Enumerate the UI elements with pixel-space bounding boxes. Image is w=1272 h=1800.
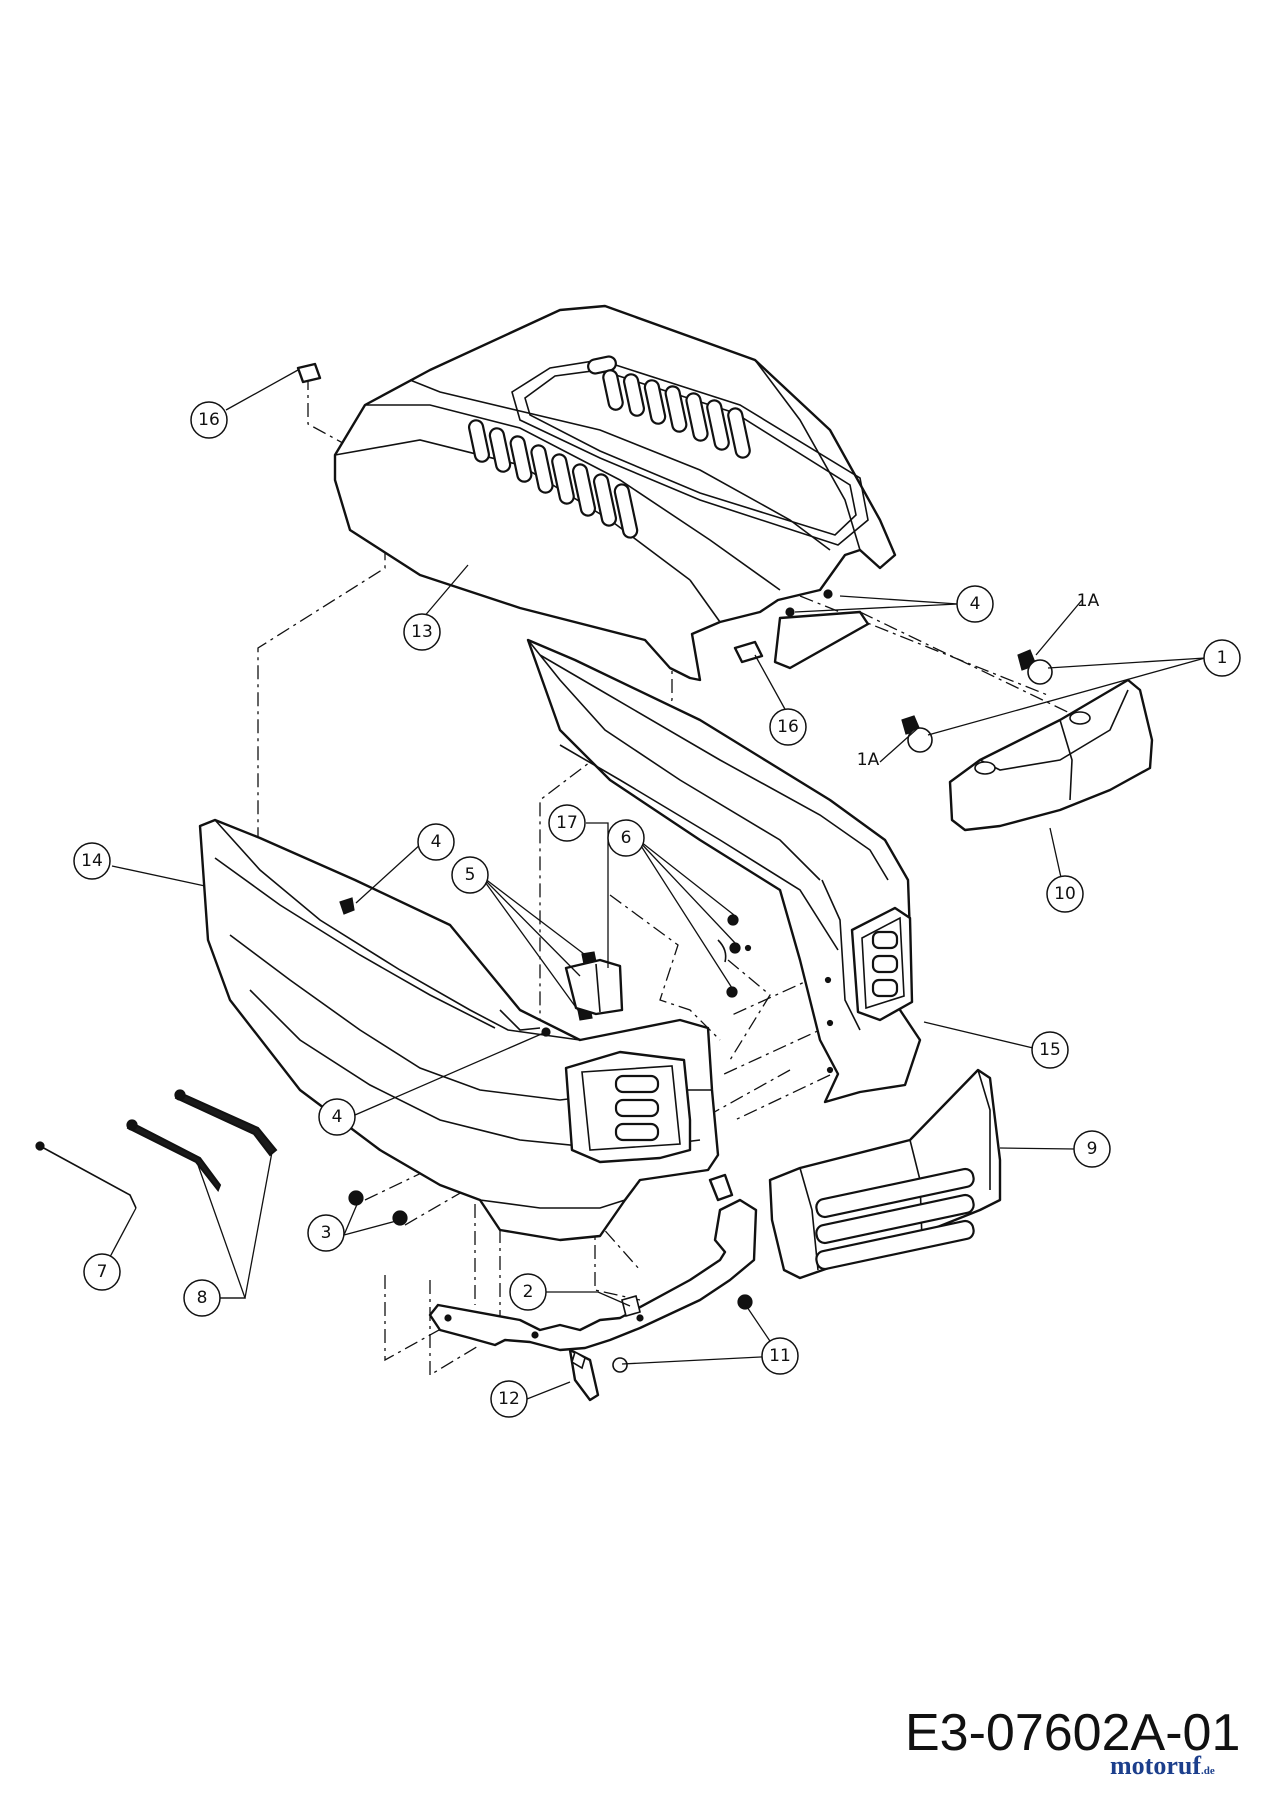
svg-text:11: 11 — [769, 1346, 791, 1366]
svg-text:10: 10 — [1054, 884, 1076, 904]
callout-10: 10 — [1046, 875, 1084, 913]
callout-16-left: 16 — [190, 401, 228, 439]
label-1a-top: 1A — [1077, 591, 1100, 611]
headlight-panel — [948, 678, 1154, 832]
rod-8-b — [174, 1089, 278, 1157]
svg-text:4: 4 — [332, 1107, 343, 1127]
callout-5: 5 — [451, 856, 489, 894]
svg-text:12: 12 — [498, 1389, 520, 1409]
svg-text:13: 13 — [411, 622, 433, 642]
callout-12: 12 — [490, 1380, 528, 1418]
svg-text:4: 4 — [431, 832, 442, 852]
svg-text:15: 15 — [1039, 1040, 1061, 1060]
front-grille — [768, 1068, 1002, 1280]
watermark-brand: motoruf — [1110, 1751, 1201, 1780]
callout-7: 7 — [83, 1253, 121, 1291]
watermark-suffix: .de — [1200, 1765, 1215, 1777]
hood-bracket — [773, 589, 870, 670]
svg-text:14: 14 — [81, 851, 103, 871]
hood-clip-16-left — [296, 362, 322, 384]
svg-text:17: 17 — [556, 813, 578, 833]
callout-11: 11 — [761, 1337, 799, 1375]
hood-vent-slots-front — [467, 419, 639, 539]
svg-text:2: 2 — [523, 1282, 534, 1302]
watermark-logo: motoruf.de — [1110, 1751, 1215, 1781]
callout-15: 15 — [1031, 1031, 1069, 1069]
callout-9: 9 — [1073, 1130, 1111, 1168]
lower-bracket — [428, 1173, 758, 1402]
svg-text:7: 7 — [97, 1262, 108, 1282]
callout-13: 13 — [403, 613, 441, 651]
callout-16-right: 16 — [769, 708, 807, 746]
callout-17: 17 — [548, 804, 586, 842]
svg-text:8: 8 — [197, 1288, 208, 1308]
callout-2: 2 — [509, 1273, 547, 1311]
svg-text:9: 9 — [1087, 1139, 1098, 1159]
hood-clip-16-right — [733, 640, 764, 664]
svg-text:5: 5 — [465, 865, 476, 885]
callout-4-bottom: 4 — [318, 1098, 356, 1136]
headlight-bulb-top — [1017, 649, 1053, 685]
callout-4-middle: 4 — [417, 823, 455, 861]
svg-text:16: 16 — [777, 717, 799, 737]
side-panel-right — [526, 638, 922, 1104]
side-panel-left — [198, 818, 720, 1242]
callout-4-top: 4 — [956, 585, 994, 623]
svg-text:16: 16 — [198, 410, 220, 430]
drawing-code: E3-07602A-01 — [905, 1704, 1241, 1762]
callout-8: 8 — [183, 1279, 221, 1317]
svg-text:4: 4 — [970, 594, 981, 614]
rod-8-a — [126, 1119, 222, 1192]
label-1a-bottom: 1A — [857, 750, 880, 770]
callout-3: 3 — [307, 1214, 345, 1252]
hood-vent-slots-rear — [587, 355, 751, 459]
svg-text:1: 1 — [1217, 648, 1228, 668]
leader-lines — [101, 369, 1206, 1400]
hood-top — [333, 304, 897, 682]
rod-7 — [35, 1141, 137, 1209]
callout-6: 6 — [607, 819, 645, 857]
callout-1: 1 — [1203, 639, 1241, 677]
svg-text:6: 6 — [621, 828, 632, 848]
headlight-bulb-bottom — [901, 715, 933, 753]
callout-14: 14 — [73, 842, 111, 880]
svg-text:3: 3 — [321, 1223, 332, 1243]
